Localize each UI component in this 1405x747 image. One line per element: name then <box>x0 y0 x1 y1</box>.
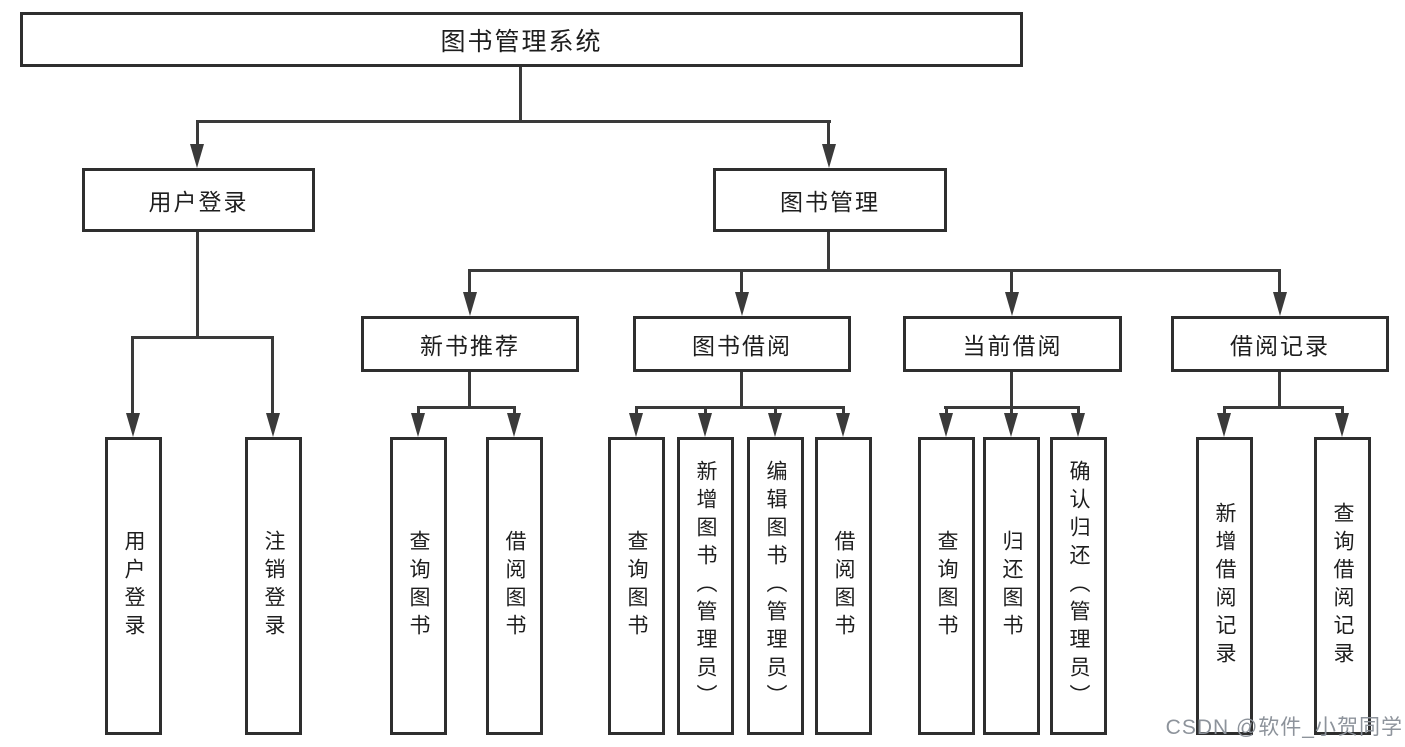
node-label: 借阅图书 <box>832 530 855 642</box>
arrowhead-down-icon <box>735 292 749 316</box>
arrowhead-down-icon <box>698 413 712 437</box>
arrowhead-down-icon <box>1004 413 1018 437</box>
node-label: 借阅记录 <box>1230 333 1330 359</box>
connector-line <box>704 406 707 416</box>
node-user-login: 用户登录 <box>82 168 315 232</box>
connector-line <box>1077 406 1080 416</box>
node-label: 新增图书（管理员） <box>694 460 717 712</box>
arrowhead-down-icon <box>190 144 204 168</box>
node-label: 图书管理系统 <box>440 27 603 56</box>
csdn-watermark: CSDN @软件_小贺同学 <box>1165 716 1403 739</box>
node-label: 图书管理 <box>780 189 880 215</box>
connector-line <box>519 67 522 123</box>
connector-line <box>1010 269 1013 295</box>
connector-line <box>740 269 743 295</box>
node-label: 用户登录 <box>122 530 145 642</box>
arrowhead-down-icon <box>507 413 521 437</box>
connector-line <box>1278 372 1281 408</box>
leaf-query-books-current: 查询图书 <box>918 437 975 735</box>
node-book-borrowing: 图书借阅 <box>633 316 851 372</box>
node-label: 图书借阅 <box>692 333 792 359</box>
node-label: 用户登录 <box>148 189 249 215</box>
leaf-query-borrow-record: 查询借阅记录 <box>1314 437 1371 735</box>
connector-line <box>1223 406 1344 409</box>
leaf-add-borrow-record: 新增借阅记录 <box>1196 437 1253 735</box>
arrowhead-down-icon <box>1273 292 1287 316</box>
connector-line <box>842 406 845 416</box>
node-label: 归还图书 <box>1000 530 1023 642</box>
leaf-query-books-recommend: 查询图书 <box>390 437 447 735</box>
leaf-confirm-return-admin: 确认归还（管理员） <box>1050 437 1107 735</box>
arrowhead-down-icon <box>629 413 643 437</box>
node-label: 编辑图书（管理员） <box>764 460 787 712</box>
connector-line <box>196 232 199 338</box>
node-label: 查询借阅记录 <box>1331 502 1354 670</box>
connector-line <box>774 406 777 416</box>
connector-line <box>740 372 743 408</box>
connector-line <box>131 336 134 414</box>
connector-line <box>468 372 471 408</box>
leaf-query-books-borrowing: 查询图书 <box>608 437 665 735</box>
node-label: 新增借阅记录 <box>1213 502 1236 670</box>
arrowhead-down-icon <box>1335 413 1349 437</box>
node-label: 确认归还（管理员） <box>1067 460 1090 712</box>
node-new-book-recommendation: 新书推荐 <box>361 316 579 372</box>
node-label: 查询图书 <box>407 530 430 642</box>
connector-line <box>945 406 948 416</box>
connector-line <box>1223 406 1226 416</box>
connector-line <box>827 120 830 146</box>
node-current-borrowing: 当前借阅 <box>903 316 1122 372</box>
connector-line <box>417 406 420 416</box>
arrowhead-down-icon <box>411 413 425 437</box>
connector-line <box>1010 372 1013 408</box>
arrowhead-down-icon <box>463 292 477 316</box>
connector-line <box>1278 269 1281 295</box>
leaf-logout: 注销登录 <box>245 437 302 735</box>
leaf-return-books: 归还图书 <box>983 437 1040 735</box>
connector-line <box>196 120 199 146</box>
arrowhead-down-icon <box>266 413 280 437</box>
connector-line <box>468 269 471 295</box>
arrowhead-down-icon <box>1071 413 1085 437</box>
arrowhead-down-icon <box>768 413 782 437</box>
leaf-add-books-admin: 新增图书（管理员） <box>677 437 734 735</box>
leaf-borrow-books: 借阅图书 <box>815 437 872 735</box>
arrowhead-down-icon <box>939 413 953 437</box>
node-book-management: 图书管理 <box>713 168 947 232</box>
connector-line <box>635 406 845 409</box>
leaf-borrow-books-recommend: 借阅图书 <box>486 437 543 735</box>
leaf-edit-books-admin: 编辑图书（管理员） <box>747 437 804 735</box>
node-library-management-system: 图书管理系统 <box>20 12 1023 67</box>
arrowhead-down-icon <box>836 413 850 437</box>
connector-line <box>1341 406 1344 416</box>
connector-line <box>417 406 516 409</box>
arrowhead-down-icon <box>1217 413 1231 437</box>
arrowhead-down-icon <box>126 413 140 437</box>
arrowhead-down-icon <box>1005 292 1019 316</box>
node-label: 借阅图书 <box>503 530 526 642</box>
arrowhead-down-icon <box>822 144 836 168</box>
connector-line <box>468 269 1281 272</box>
connector-line <box>131 336 274 339</box>
node-label: 查询图书 <box>935 530 958 642</box>
node-borrowing-records: 借阅记录 <box>1171 316 1389 372</box>
connector-line <box>513 406 516 416</box>
connector-line <box>635 406 638 416</box>
connector-line <box>271 336 274 414</box>
connector-line <box>827 232 830 272</box>
node-label: 查询图书 <box>625 530 648 642</box>
node-label: 新书推荐 <box>420 333 520 359</box>
node-label: 注销登录 <box>262 530 285 642</box>
node-label: 当前借阅 <box>962 333 1063 359</box>
connector-line <box>1010 406 1013 416</box>
connector-line <box>196 120 831 123</box>
leaf-user-login: 用户登录 <box>105 437 162 735</box>
